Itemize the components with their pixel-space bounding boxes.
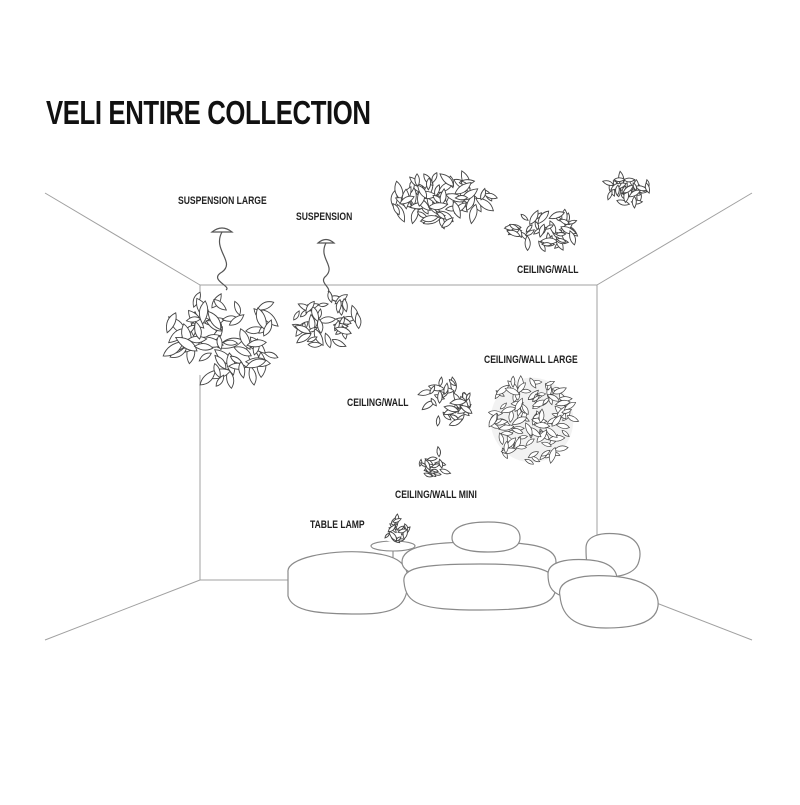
ceiling-lamp-medium (503, 208, 581, 253)
ceiling-right-edge (596, 192, 753, 286)
label-table-lamp: TABLE LAMP (310, 519, 365, 531)
pouf-front-right (559, 575, 659, 629)
furniture-group (287, 521, 659, 629)
label-ceiling-wall-top: CEILING/WALL (517, 264, 579, 276)
sofa-seat (403, 563, 557, 611)
suspension-cable (322, 242, 330, 293)
label-ceiling-wall-mini: CEILING/WALL MINI (395, 489, 477, 501)
wall-lamp-large (487, 375, 580, 465)
page-title: VELI ENTIRE COLLECTION (46, 94, 371, 131)
label-ceiling-wall-mid: CEILING/WALL (347, 397, 409, 409)
side-table-top (370, 540, 416, 552)
sofa-cushion (451, 521, 521, 553)
suspension-large-cable (216, 231, 228, 291)
label-suspension: SUSPENSION (296, 211, 353, 223)
pouf-left (287, 551, 409, 615)
ceiling-lamp-large (390, 170, 498, 230)
floor-left-edge (44, 579, 201, 641)
table-lamp-shade (379, 513, 411, 544)
label-ceiling-wall-large: CEILING/WALL LARGE (484, 354, 578, 366)
label-suspension-large: SUSPENSION LARGE (178, 195, 267, 207)
suspension-lamp (291, 238, 362, 349)
suspension-canopy (316, 238, 336, 244)
wall-lamp (417, 376, 473, 427)
ceiling-lamp-small (600, 170, 654, 209)
suspension-large-canopy (210, 227, 234, 233)
suspension-large-shade (162, 291, 279, 390)
suspension-shade (291, 290, 362, 349)
ceiling-left-edge (44, 192, 201, 286)
wall-lamp-mini (418, 445, 452, 478)
suspension-large-lamp (162, 227, 279, 390)
